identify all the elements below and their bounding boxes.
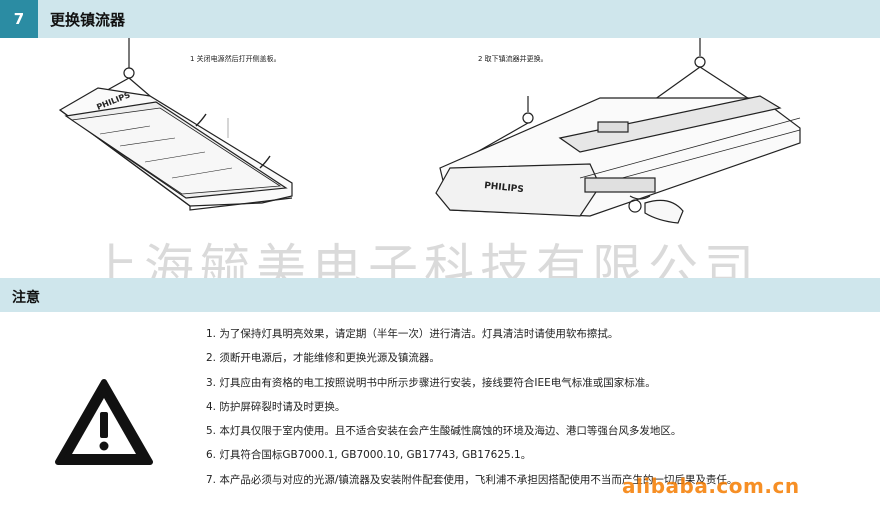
notice-item: 3. 灯具应由有资格的电工按照说明书中所示步骤进行安装，接线要符合IEE电气标准… <box>206 376 656 389</box>
fixture-left-drawing <box>58 38 293 211</box>
brand-logo-right: PHILIPS <box>484 181 524 195</box>
notice-item: 4. 防护屏碎裂时请及时更换。 <box>206 400 346 413</box>
step-1-caption: 1 关闭电源然后打开侧盖板。 <box>190 55 281 63</box>
warning-icon <box>55 379 153 465</box>
step-2-caption: 2 取下镇流器并更换。 <box>478 55 548 63</box>
section-number-badge: 7 <box>0 0 38 38</box>
section-header-band <box>0 0 880 38</box>
notice-item: 5. 本灯具仅限于室内使用。且不适合安装在会产生酸碱性腐蚀的环境及海边、港口等强… <box>206 425 682 438</box>
notice-item: 7. 本产品必须与对应的光源/镇流器及安装附件配套使用，飞利浦不承担因搭配使用不… <box>206 473 738 486</box>
notice-item: 1. 为了保持灯具明亮效果，请定期（半年一次）进行清洁。灯具清洁时请使用软布擦拭… <box>206 328 619 340</box>
notice-list: 1. 为了保持灯具明亮效果，请定期（半年一次）进行清洁。灯具清洁时请使用软布擦拭… <box>206 326 737 496</box>
notice-title: 注意 <box>12 290 40 306</box>
notice-item: 6. 灯具符合国标GB7000.1, GB7000.10, GB17743, G… <box>206 449 532 462</box>
notice-item: 2. 须断开电源后，才能维修和更换光源及镇流器。 <box>206 352 440 365</box>
fixture-right-drawing <box>435 38 801 224</box>
alibaba-watermark: alibaba.com.cn <box>622 474 800 498</box>
section-title: 更换镇流器 <box>50 11 126 29</box>
ballast-replacement-illustration: PHILIPS PHILIPS <box>58 38 801 224</box>
notice-header-band <box>0 278 880 312</box>
